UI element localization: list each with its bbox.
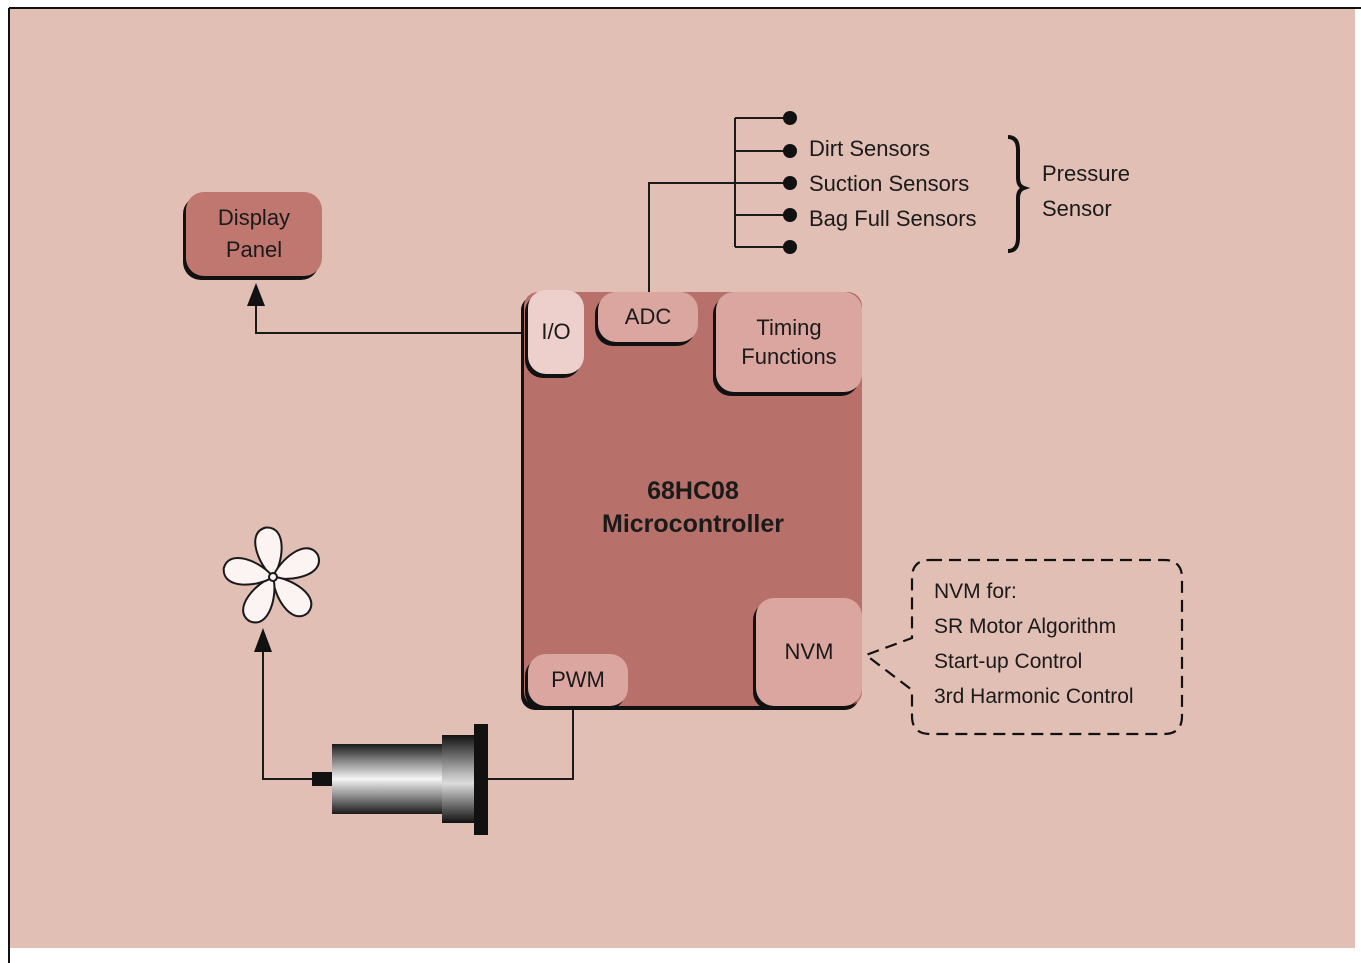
adc-label: ADC [624, 304, 672, 329]
sensor-label-suction: Suction Sensors [809, 171, 970, 196]
microcontroller-title: 68HC08 Microcontroller [560, 474, 826, 542]
pressure-sensor-label-line2: Sensor [1042, 196, 1112, 221]
io-module: I/O [528, 290, 584, 374]
timing-functions-module: Timing Functions [716, 292, 862, 392]
nvm-note-line4: 3rd Harmonic Control [934, 685, 1134, 708]
display-panel: Display Panel [186, 192, 322, 276]
adc-module: ADC [598, 292, 698, 342]
pwm-label: PWM [551, 667, 605, 692]
io-to-display-line [255, 305, 528, 334]
pressure-sensor-label-line1: Pressure [1042, 161, 1131, 186]
pwm-module: PWM [528, 654, 628, 706]
adc-to-sensor-line [648, 182, 735, 292]
nvm-note-line1: NVM for: [934, 580, 1017, 603]
nvm-module: NVM [756, 598, 862, 706]
mcu-title-line2: Microcontroller [602, 510, 784, 538]
arrowhead-display [247, 283, 265, 306]
mcu-title-line1: 68HC08 [647, 477, 739, 505]
fan-icon [222, 526, 320, 624]
pwm-to-motor-line [485, 705, 574, 780]
connector-lines [255, 117, 790, 780]
sensor-label-dirt: Dirt Sensors [809, 136, 931, 161]
nvm-note-line2: SR Motor Algorithm [934, 615, 1117, 638]
io-label: I/O [541, 319, 571, 344]
sensor-terminals [783, 111, 797, 254]
motor-to-fan-line [262, 650, 320, 780]
arrowhead-fan [254, 628, 272, 652]
sensor-label-bag-full: Bag Full Sensors [809, 206, 977, 231]
nvm-label: NVM [784, 639, 834, 664]
pressure-brace [1007, 135, 1031, 253]
nvm-note-line3: Start-up Control [934, 650, 1083, 673]
display-panel-label-line2: Panel [225, 237, 283, 262]
display-panel-label-line1: Display [217, 205, 291, 230]
timing-label-line2: Functions [741, 344, 837, 369]
timing-label-line1: Timing [756, 315, 822, 340]
nvm-note-callout [863, 558, 1184, 736]
motor-icon [312, 724, 488, 835]
